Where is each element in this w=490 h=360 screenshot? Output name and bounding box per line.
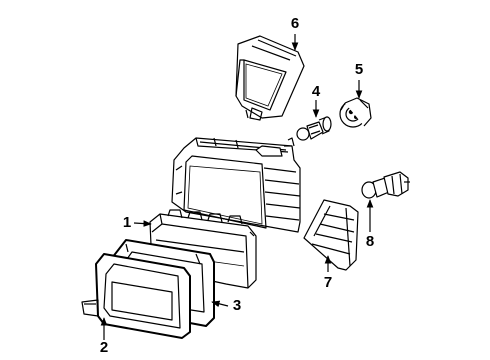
leader-3 — [211, 300, 229, 308]
callout-7: 7 — [324, 274, 332, 291]
leader-1 — [133, 220, 152, 227]
headlamp-assembly — [171, 137, 301, 233]
part-6-housing — [235, 35, 305, 121]
part-4-bulb — [296, 116, 332, 141]
part-7-side-marker — [303, 199, 359, 271]
part-8-small-bulb — [361, 171, 410, 199]
callout-6: 6 — [291, 15, 299, 32]
callout-8: 8 — [366, 233, 374, 250]
part-5-socket — [339, 97, 372, 128]
callout-5: 5 — [355, 61, 363, 78]
callout-2: 2 — [100, 339, 108, 356]
callout-1: 1 — [123, 214, 131, 231]
part-2-bezel — [81, 253, 191, 339]
callout-4: 4 — [312, 83, 321, 100]
callout-3: 3 — [233, 297, 241, 314]
